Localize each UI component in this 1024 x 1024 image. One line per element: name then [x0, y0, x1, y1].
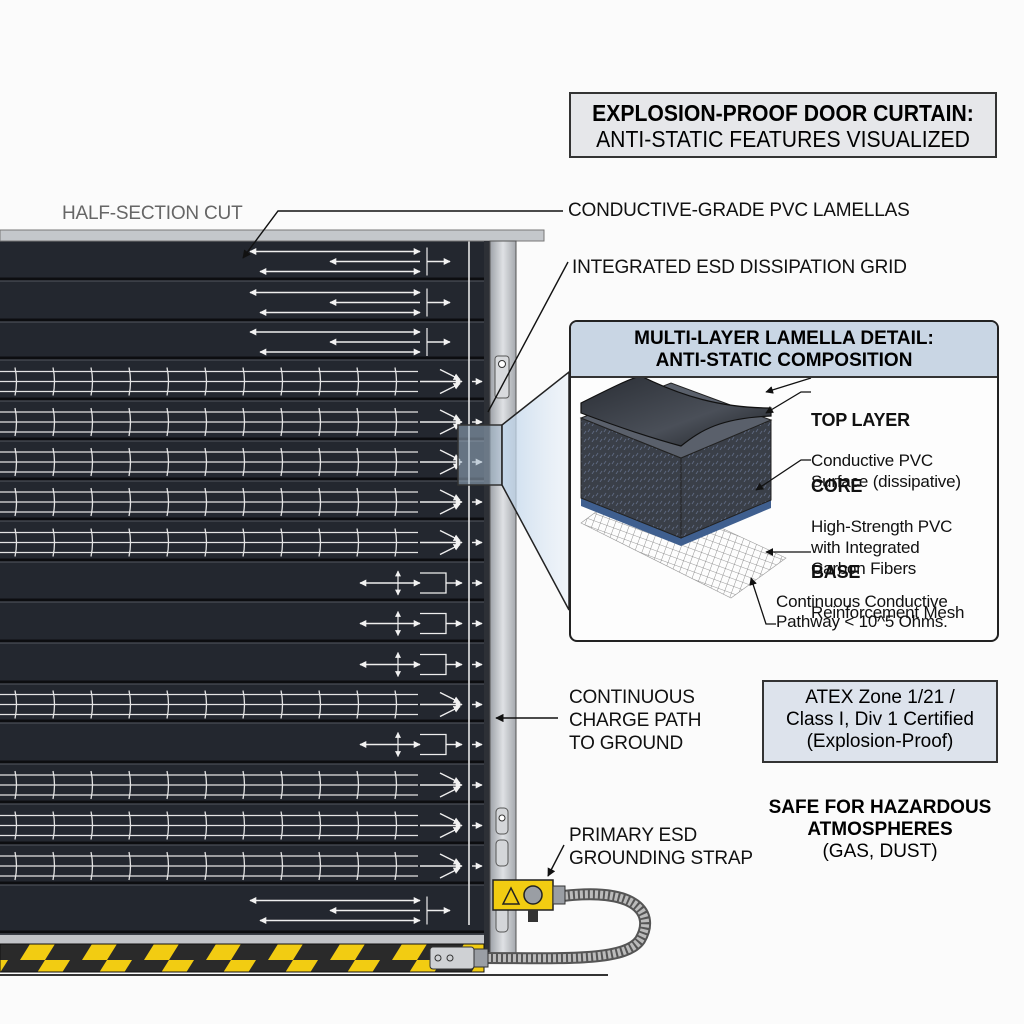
- detail-heading-line2: ANTI-STATIC COMPOSITION: [655, 350, 913, 371]
- flow-arrow: [439, 409, 461, 421]
- cert-line2: Class I, Div 1 Certified: [786, 709, 974, 730]
- flow-arrow: [439, 463, 461, 475]
- cert-line3: (Explosion-Proof): [806, 731, 954, 752]
- base-blue-strip-right: [681, 500, 771, 546]
- layer-stack-illustration: [579, 378, 812, 625]
- flow-arrow: [439, 449, 461, 461]
- diagram-title-box: EXPLOSION-PROOF DOOR CURTAIN: ANTI-STATI…: [569, 92, 997, 158]
- leader-esd-grid: [487, 261, 569, 413]
- flow-arrow: [439, 423, 461, 435]
- flow-arrow: [439, 529, 461, 542]
- guide-rail-inner: [484, 241, 490, 959]
- cert-line1: ATEX Zone 1/21 /: [805, 687, 955, 708]
- rail-bracket: [494, 355, 510, 399]
- base-blue-strip-left: [581, 498, 681, 546]
- safety-line3: (GAS, DUST): [822, 841, 938, 862]
- flow-arrow: [439, 543, 461, 556]
- layer-core: CORE High-Strength PVC with Integrated C…: [811, 456, 952, 579]
- flow-arrow: [439, 503, 461, 515]
- grounding-cable-braid: [481, 890, 650, 963]
- leader-pathway: [749, 577, 776, 625]
- bottom-bar-top: [0, 935, 484, 944]
- head-rail: [0, 229, 545, 242]
- detail-heading-line1: MULTI-LAYER LAMELLA DETAIL:: [634, 328, 934, 349]
- bottom-ground-lug: [429, 946, 475, 970]
- magnifier-window: [457, 424, 503, 486]
- layer-top: TOP LAYER Conductive PVC Surface (dissip…: [811, 390, 961, 492]
- esd-flow-arrows: [0, 247, 483, 925]
- flow-arrow: [439, 705, 461, 718]
- flow-arrow: [439, 489, 461, 501]
- hazard-stripe-bar: [0, 943, 485, 973]
- safety-line2: ATMOSPHERES: [807, 819, 953, 840]
- lamella-stack: [0, 241, 484, 935]
- label-grounding-strap: PRIMARY ESD GROUNDING STRAP: [569, 825, 753, 869]
- safety-statement: SAFE FOR HAZARDOUS ATMOSPHERES (GAS, DUS…: [750, 797, 1010, 863]
- flow-arrow: [439, 853, 461, 865]
- flow-arrow: [439, 691, 461, 704]
- layer-base-name: BASE: [811, 562, 861, 582]
- certification-box: ATEX Zone 1/21 / Class I, Div 1 Certifie…: [762, 680, 998, 763]
- layer-core-name: CORE: [811, 476, 863, 496]
- flow-arrow: [439, 867, 461, 879]
- diagram-title: EXPLOSION-PROOF DOOR CURTAIN:: [592, 100, 974, 126]
- grounding-clamp: [492, 879, 554, 911]
- detail-heading: MULTI-LAYER LAMELLA DETAIL: ANTI-STATIC …: [571, 322, 997, 378]
- flow-arrow: [439, 368, 461, 381]
- leader-half-section: [242, 210, 563, 259]
- flow-arrow: [439, 382, 461, 395]
- leader-core: [755, 459, 811, 491]
- esd-warning-triangle-icon: [501, 886, 521, 905]
- pathway-note: Continuous Conductive Pathway < 10^5 Ohm…: [776, 592, 948, 631]
- layer-base-desc: Reinforcement Mesh: [811, 603, 965, 622]
- layer-core-desc: High-Strength PVC with Integrated Carbon…: [811, 517, 953, 578]
- clamp-stud: [528, 910, 538, 922]
- flow-arrow: [439, 812, 461, 825]
- diagram-subtitle: ANTI-STATIC FEATURES VISUALIZED: [596, 126, 970, 152]
- label-lamellas: CONDUCTIVE-GRADE PVC LAMELLAS: [568, 200, 910, 221]
- cable-ferrule: [552, 885, 566, 905]
- flow-arrow: [439, 772, 461, 784]
- flow-arrow: [439, 786, 461, 798]
- rail-bolt: [498, 360, 506, 368]
- clamp-bolt: [523, 885, 543, 905]
- label-esd-grid: INTEGRATED ESD DISSIPATION GRID: [572, 257, 907, 278]
- top-layer-sheet: [580, 378, 772, 447]
- leader-grounding-strap: [547, 844, 565, 877]
- flow-arrow: [439, 826, 461, 839]
- label-half-section: HALF-SECTION CUT: [62, 203, 243, 224]
- safety-line1: SAFE FOR HAZARDOUS: [768, 797, 992, 818]
- layer-base: BASE Reinforcement Mesh: [811, 542, 964, 623]
- leader-top-layer: [765, 378, 812, 394]
- layer-top-desc: Conductive PVC Surface (dissipative): [811, 451, 961, 491]
- lamella-detail-panel: MULTI-LAYER LAMELLA DETAIL: ANTI-STATIC …: [569, 320, 999, 642]
- layer-top-name: TOP LAYER: [811, 410, 910, 430]
- label-charge-path: CONTINUOUS CHARGE PATH TO GROUND: [569, 687, 702, 754]
